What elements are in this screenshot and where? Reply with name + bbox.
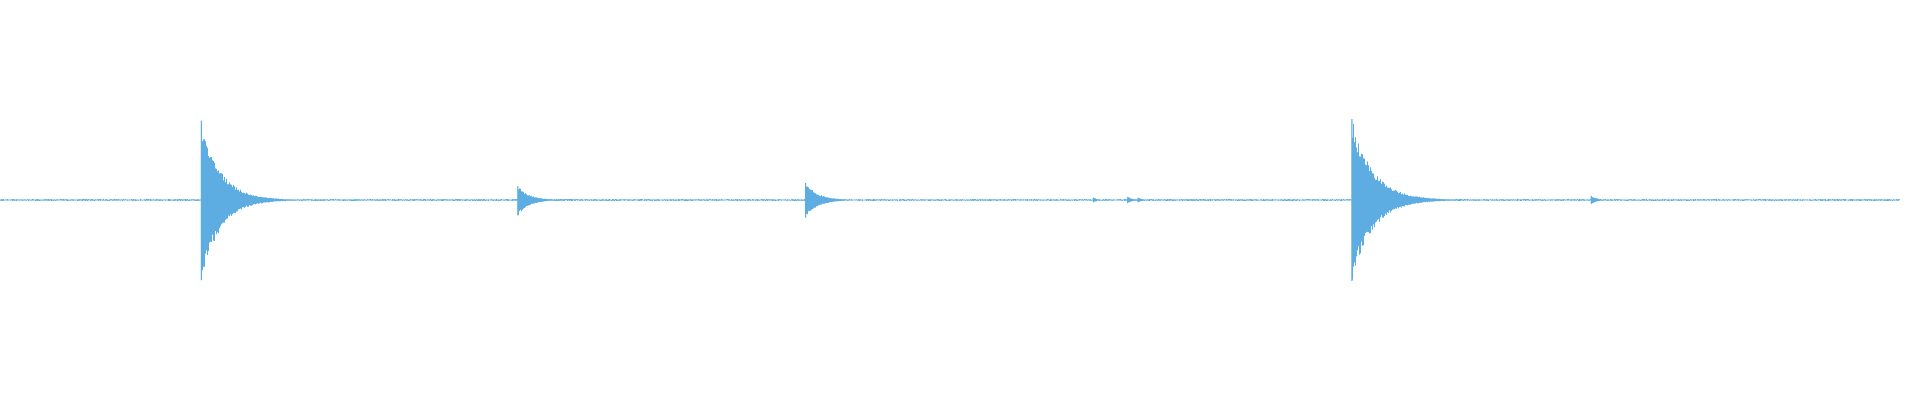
waveform-envelope bbox=[0, 123, 1900, 280]
waveform-series bbox=[0, 119, 1900, 281]
